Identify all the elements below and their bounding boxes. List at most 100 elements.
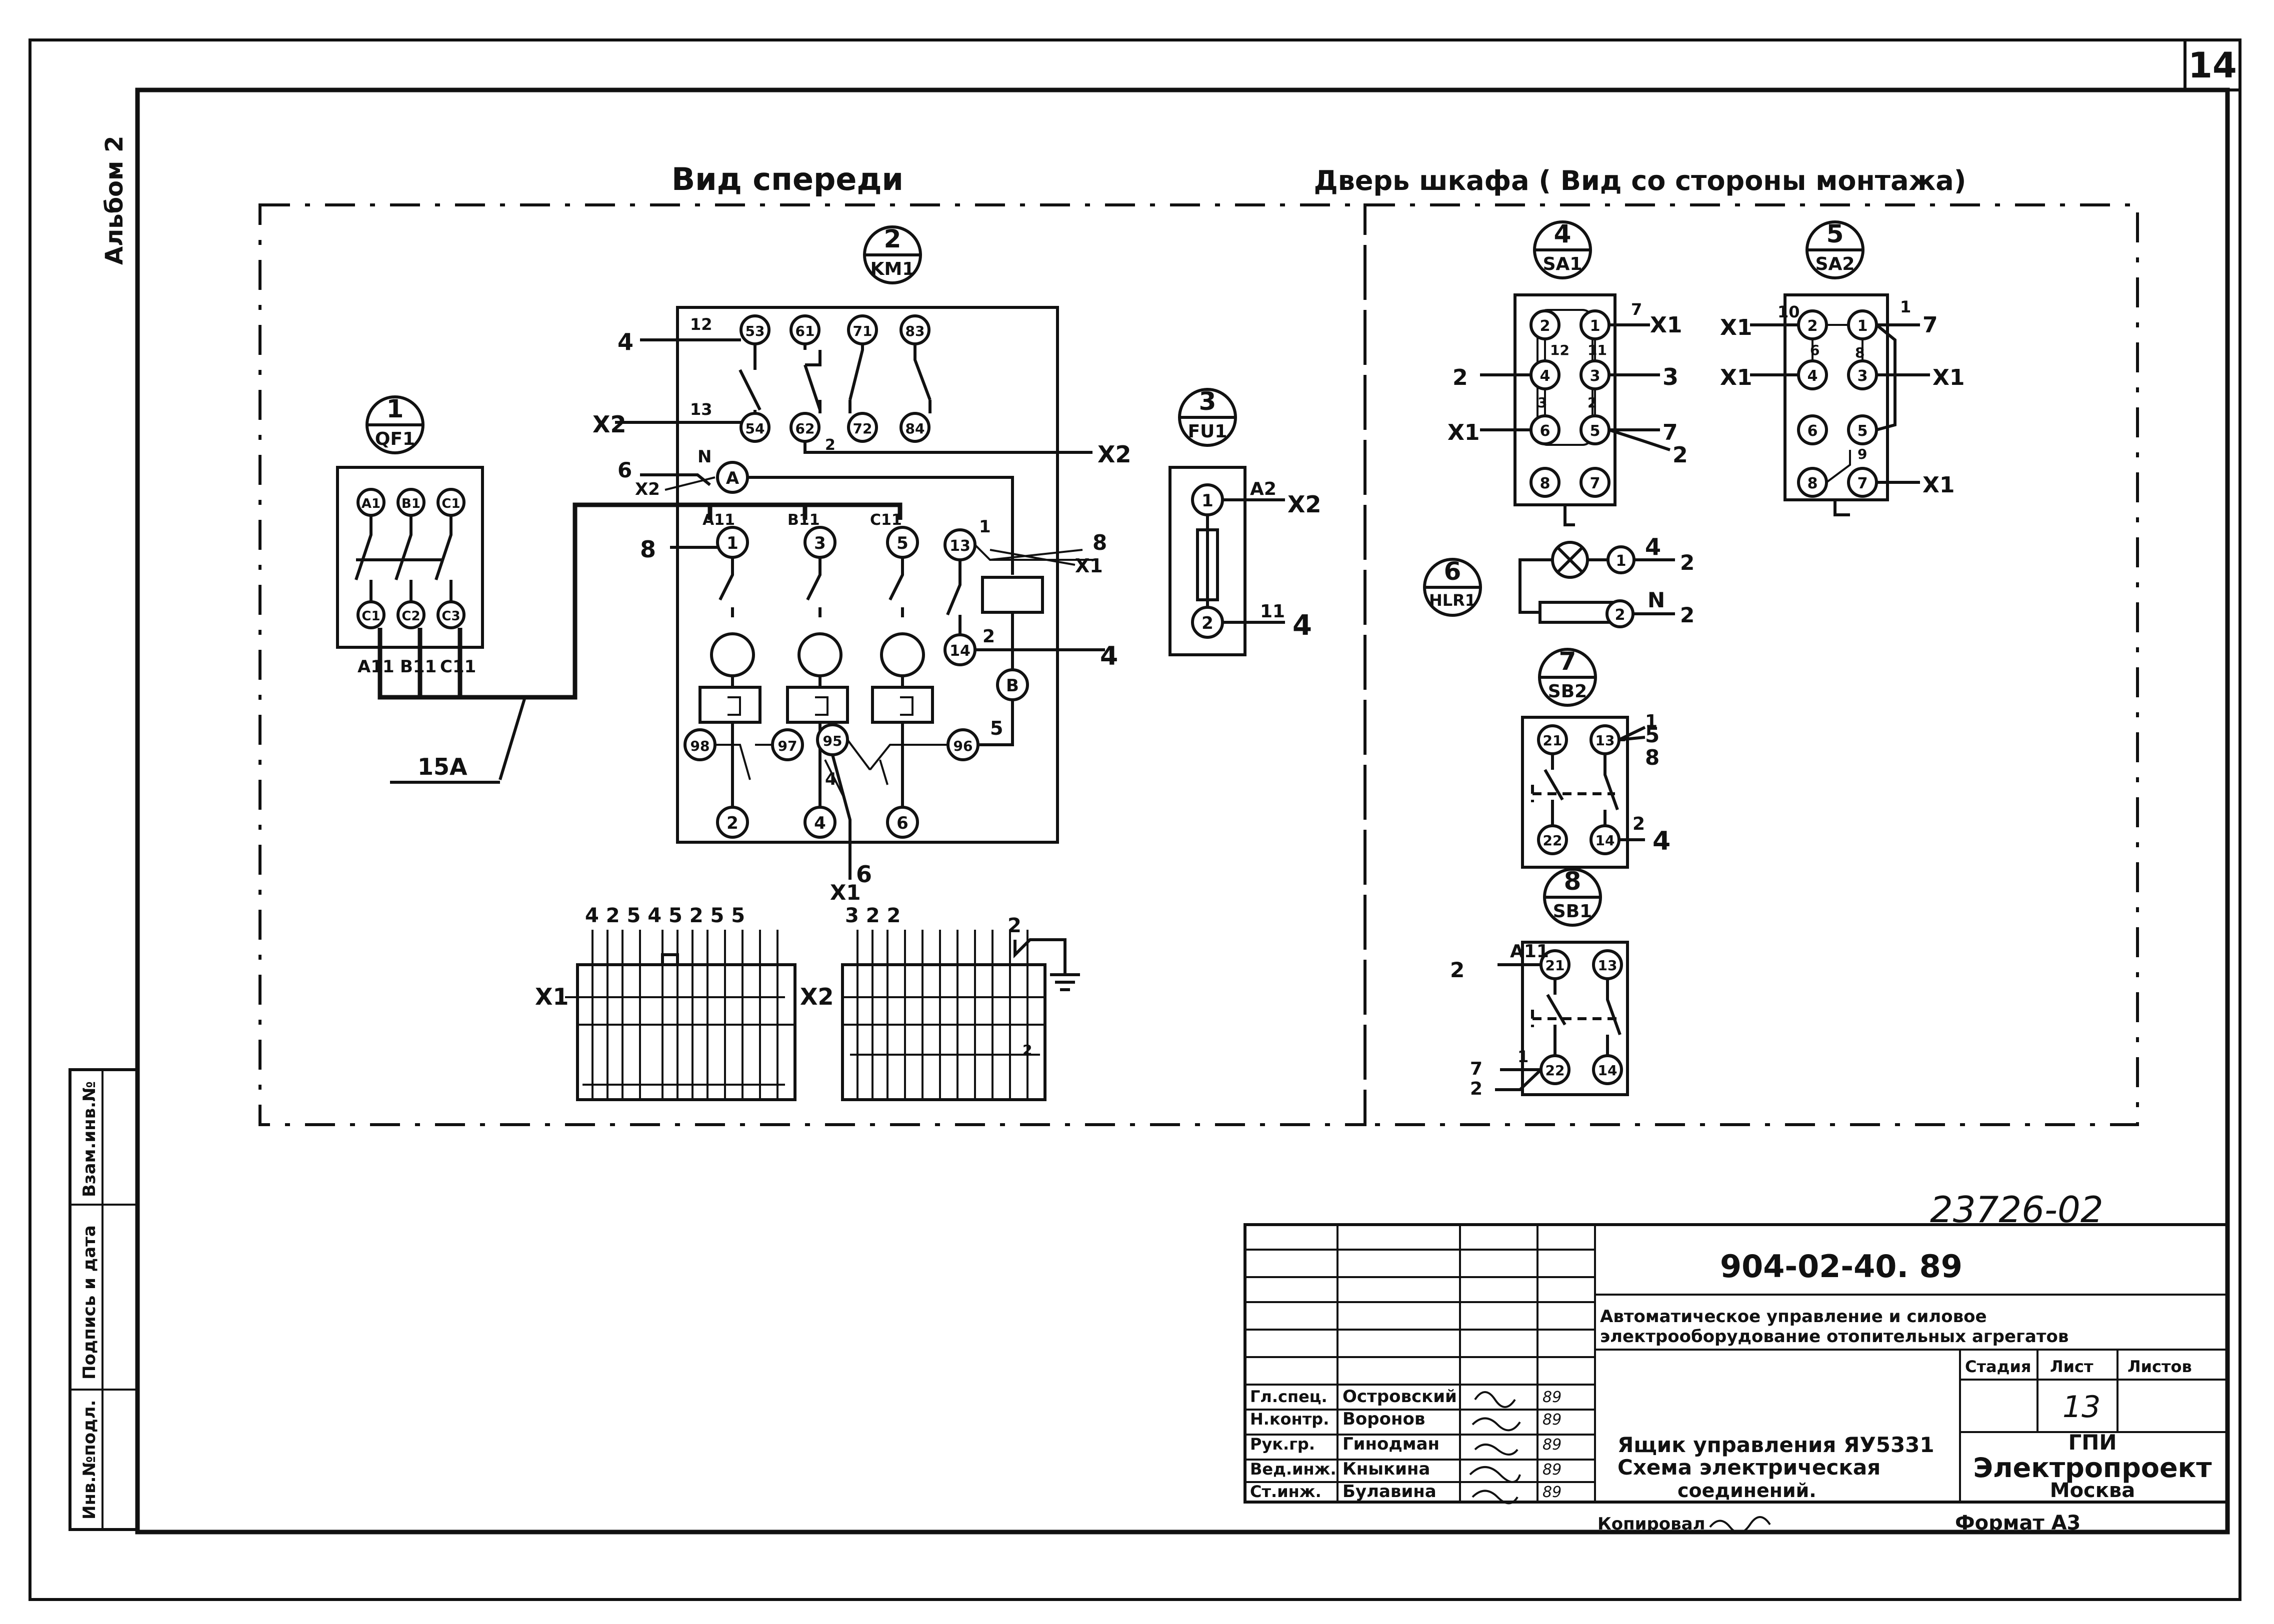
svg-text:11: 11 bbox=[1260, 601, 1285, 622]
svg-text:2: 2 bbox=[884, 224, 902, 253]
svg-text:3: 3 bbox=[1538, 394, 1547, 411]
svg-text:7: 7 bbox=[1858, 475, 1868, 492]
org-3: Москва bbox=[2050, 1479, 2135, 1502]
svg-text:2: 2 bbox=[1022, 1042, 1032, 1058]
svg-text:13: 13 bbox=[1596, 732, 1615, 749]
svg-text:1: 1 bbox=[979, 517, 991, 537]
svg-text:96: 96 bbox=[954, 738, 973, 754]
svg-text:HLR1: HLR1 bbox=[1429, 591, 1476, 610]
sheet-corner-number: 14 bbox=[2188, 45, 2236, 86]
svg-text:SA1: SA1 bbox=[1543, 254, 1582, 274]
device-fu1: 3 FU1 1 2 A2 X2 11 4 bbox=[1168, 387, 1321, 656]
svg-text:3: 3 bbox=[1199, 387, 1216, 416]
svg-text:11: 11 bbox=[1588, 342, 1607, 358]
svg-text:KM1: KM1 bbox=[870, 259, 915, 279]
svg-text:3: 3 bbox=[814, 533, 826, 553]
sheet-inner-frame bbox=[135, 87, 2230, 1535]
svg-text:4: 4 bbox=[825, 769, 837, 789]
svg-text:2: 2 bbox=[1632, 814, 1645, 834]
svg-text:C11: C11 bbox=[870, 511, 902, 529]
sheet-title-2: Схема электрическая bbox=[1618, 1455, 1880, 1480]
svg-text:4: 4 bbox=[1292, 609, 1312, 642]
svg-text:4: 4 bbox=[814, 813, 826, 833]
svg-text:Гл.спец.: Гл.спец. bbox=[1250, 1387, 1328, 1406]
svg-text:X1: X1 bbox=[1075, 555, 1103, 577]
project-line2: электрооборудование отопительных агрегат… bbox=[1600, 1327, 2068, 1347]
svg-text:X1: X1 bbox=[1650, 312, 1682, 338]
svg-text:61: 61 bbox=[796, 323, 815, 339]
svg-text:8: 8 bbox=[1564, 867, 1582, 896]
svg-text:1: 1 bbox=[1518, 1047, 1528, 1066]
svg-text:X2: X2 bbox=[592, 411, 626, 438]
svg-text:8: 8 bbox=[1855, 344, 1864, 361]
device-sa2: 5 SA2 2 1 4 3 6 5 8 7 10 X1 X1 6 8 9 1 7… bbox=[1720, 219, 1965, 516]
svg-text:6: 6 bbox=[1444, 557, 1462, 586]
svg-text:X2: X2 bbox=[1288, 491, 1321, 518]
svg-text:4: 4 bbox=[1808, 367, 1818, 385]
svg-text:X1: X1 bbox=[1448, 420, 1480, 445]
svg-text:B1: B1 bbox=[402, 496, 420, 511]
svg-text:4: 4 bbox=[1652, 826, 1670, 856]
svg-text:62: 62 bbox=[796, 420, 815, 437]
svg-text:13: 13 bbox=[1598, 957, 1618, 974]
svg-text:2: 2 bbox=[1672, 442, 1688, 468]
svg-text:97: 97 bbox=[778, 738, 798, 754]
svg-text:3: 3 bbox=[1662, 363, 1678, 390]
title-block: 23726-02 904-02-40. 89 Автоматическое уп… bbox=[1244, 1189, 2229, 1535]
svg-text:2: 2 bbox=[726, 813, 738, 833]
svg-text:X2: X2 bbox=[635, 479, 660, 499]
side-stamp-sign: Подпись и дата bbox=[80, 1225, 100, 1380]
svg-text:95: 95 bbox=[823, 733, 842, 749]
signatures bbox=[1469, 1391, 1521, 1505]
svg-text:21: 21 bbox=[1546, 957, 1565, 974]
device-km1: 2 KM1 53 61 71 83 54 62 72 84 4 12 X2 13… bbox=[592, 224, 1131, 905]
svg-text:5: 5 bbox=[990, 717, 1003, 739]
svg-text:A11: A11 bbox=[1510, 941, 1549, 962]
svg-text:84: 84 bbox=[906, 420, 925, 437]
svg-text:2: 2 bbox=[1680, 603, 1694, 627]
svg-text:2: 2 bbox=[1680, 550, 1694, 575]
org-2: Электропроект bbox=[1973, 1452, 2212, 1484]
svg-text:8: 8 bbox=[1540, 475, 1550, 492]
svg-text:7: 7 bbox=[1662, 420, 1678, 445]
svg-text:8: 8 bbox=[640, 536, 656, 563]
svg-text:21: 21 bbox=[1543, 732, 1562, 749]
device-sb2: 7 SB2 21 13 22 14 1 5 8 2 4 bbox=[1521, 647, 1670, 869]
svg-text:4: 4 bbox=[1100, 641, 1118, 671]
svg-text:C3: C3 bbox=[442, 609, 460, 624]
svg-text:2: 2 bbox=[1588, 394, 1597, 411]
svg-text:7: 7 bbox=[1559, 647, 1576, 676]
svg-text:1: 1 bbox=[1590, 317, 1600, 335]
svg-text:1: 1 bbox=[1900, 297, 1911, 316]
svg-text:89: 89 bbox=[1542, 1436, 1562, 1454]
svg-text:Ст.инж.: Ст.инж. bbox=[1250, 1482, 1322, 1501]
svg-text:5: 5 bbox=[1590, 422, 1600, 440]
svg-text:A11: A11 bbox=[702, 511, 735, 529]
svg-text:A11: A11 bbox=[358, 657, 394, 677]
qf1-bottom-terminals: C1 C2 C3 bbox=[356, 600, 466, 629]
svg-text:X1: X1 bbox=[535, 983, 568, 1010]
svg-text:2: 2 bbox=[1540, 317, 1550, 335]
qf1-top-terminals: A1 B1 C1 bbox=[356, 488, 466, 517]
qf1-num: 1 bbox=[386, 394, 404, 423]
project-line1: Автоматическое управление и силовое bbox=[1600, 1307, 1987, 1327]
side-stamp: Инв.№подл. Подпись и дата Взам.инв.№ bbox=[68, 1068, 139, 1531]
svg-text:2: 2 bbox=[1202, 613, 1214, 633]
svg-text:10: 10 bbox=[1778, 302, 1800, 321]
svg-text:4: 4 bbox=[1554, 219, 1572, 248]
svg-text:X1: X1 bbox=[1932, 365, 1965, 390]
svg-text:12: 12 bbox=[690, 315, 712, 334]
terminal-block-x1: 4 2 5 4 5 2 5 5 X1 bbox=[535, 904, 796, 1101]
svg-text:X1: X1 bbox=[1922, 472, 1955, 498]
side-stamp-inv: Инв.№подл. bbox=[80, 1400, 100, 1520]
svg-text:4: 4 bbox=[618, 328, 634, 355]
sheet-title-1: Ящик управления ЯУ5331 bbox=[1618, 1433, 1934, 1457]
svg-text:SA2: SA2 bbox=[1816, 254, 1855, 274]
terminal-block-x2: 3 2 2 X2 2 2 bbox=[800, 904, 1080, 1101]
svg-text:4: 4 bbox=[1645, 533, 1661, 560]
svg-text:5: 5 bbox=[1826, 219, 1844, 248]
svg-text:X2: X2 bbox=[1098, 441, 1131, 468]
svg-text:83: 83 bbox=[906, 323, 925, 339]
svg-text:13: 13 bbox=[690, 400, 712, 419]
